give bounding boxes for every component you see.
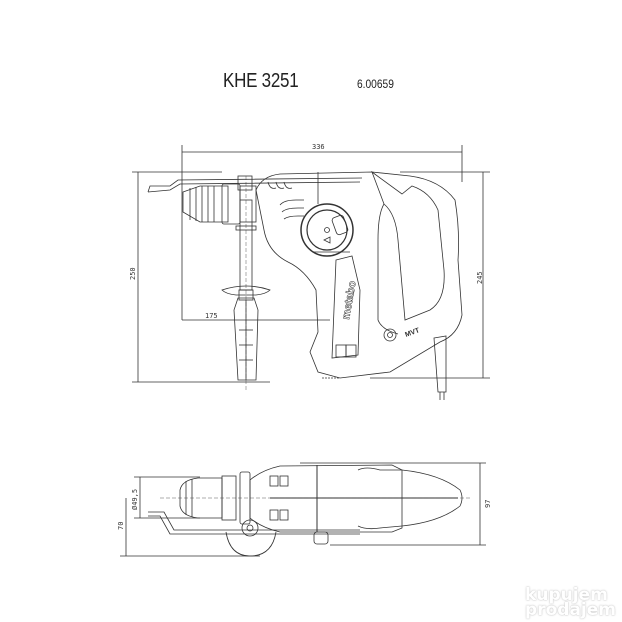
dim-total-height: 250 <box>129 267 137 280</box>
dim-collar-diameter: Ø49,5 <box>131 489 139 510</box>
dim-handle-offset: 70 <box>117 522 125 530</box>
top-view <box>120 462 486 557</box>
model-title: KHE 3251 <box>223 70 299 92</box>
watermark-line2: prodajem <box>525 600 616 620</box>
watermark: kupujem prodajem <box>525 585 616 620</box>
dim-width: 97 <box>484 500 492 508</box>
dim-length: 336 <box>312 143 325 151</box>
article-number: 6.00659 <box>357 77 394 91</box>
watermark-line1: kupujem <box>525 585 608 605</box>
badge-label: MVT <box>404 327 421 339</box>
brand-label: metabo <box>340 280 359 321</box>
dim-body-height: 245 <box>476 271 484 284</box>
side-view <box>132 145 490 400</box>
dim-chuck-handle: 175 <box>205 312 218 320</box>
